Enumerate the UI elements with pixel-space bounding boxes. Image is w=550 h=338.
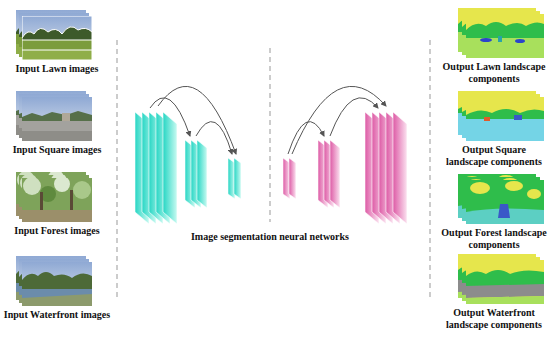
waterfront-mask [466, 260, 544, 304]
forest-photo [22, 176, 92, 222]
feature-map [234, 158, 241, 199]
skip-arc [196, 122, 232, 154]
square-mask [466, 97, 544, 141]
feature-map [197, 140, 207, 208]
feature-map [330, 140, 340, 208]
output-caption: Output Waterfront landscape components [440, 307, 548, 330]
feature-map [289, 158, 296, 199]
dashed-separator [117, 40, 118, 300]
skip-arc [150, 98, 190, 136]
output-caption: Output Lawn landscape components [440, 61, 548, 84]
skip-arc [158, 86, 236, 154]
encoder-layers [135, 112, 241, 224]
input-caption: Input Square images [0, 144, 114, 156]
input-image-stacks [16, 10, 92, 306]
decoder-layers [283, 112, 407, 224]
feature-map [393, 112, 407, 224]
skip-arc [288, 122, 324, 154]
input-caption: Input Waterfront images [0, 309, 114, 321]
skip-arcs [150, 86, 386, 154]
lawn-mask [466, 14, 544, 58]
input-caption: Input Forest images [0, 225, 114, 237]
skip-arc [330, 98, 378, 136]
network-caption: Image segmentation neural networks [165, 231, 375, 243]
output-caption: Output Square landscape components [440, 144, 548, 167]
output-caption: Output Forest landscape components [440, 227, 548, 250]
lawn-photo [22, 16, 92, 60]
skip-arc [292, 86, 386, 154]
feature-map [163, 112, 177, 224]
forest-mask [466, 180, 544, 224]
input-caption: Input Lawn images [0, 63, 114, 75]
square-photo [22, 97, 92, 141]
dashed-separator [430, 40, 431, 300]
waterfront-photo [22, 262, 92, 306]
separators [117, 40, 430, 300]
dashed-separator [270, 48, 271, 222]
